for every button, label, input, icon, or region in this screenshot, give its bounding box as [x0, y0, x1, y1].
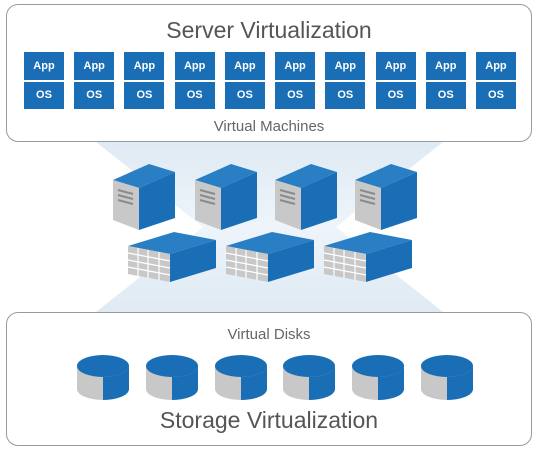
storage-virtualization-title: Storage Virtualization: [159, 407, 379, 433]
vm-app-label: App: [24, 52, 64, 82]
vm-app-label: App: [124, 52, 165, 82]
tower-server-icon: [113, 164, 175, 230]
vm-app-label: App: [174, 52, 215, 82]
vm-os-label: OS: [36, 89, 52, 102]
vm-app-label: App: [74, 52, 115, 82]
vm-os-label: OS: [136, 89, 153, 102]
storage-array-icon: [323, 232, 412, 282]
virtual-disk-icon: [77, 355, 129, 400]
vm-app-label: App: [475, 52, 516, 82]
virtual-disk-icon: [283, 355, 336, 400]
storage-array-icon: [127, 232, 216, 282]
tower-server-icon: [195, 164, 257, 230]
vm-os-label: OS: [437, 89, 454, 102]
storage-array-icon: [225, 232, 314, 282]
vm-os-label: OS: [488, 89, 504, 102]
vm-app-label: App: [375, 52, 416, 82]
virtual-machines-label: Virtual Machines: [213, 118, 325, 135]
virtual-disks-label: Virtual Disks: [227, 326, 311, 343]
vm-os-label: OS: [186, 89, 203, 102]
vm-os-label: OS: [287, 89, 304, 102]
vm-os-label: OS: [337, 89, 354, 102]
virtual-disk-icon: [145, 355, 198, 400]
vm-app-label: App: [275, 52, 316, 82]
vm-app-label: App: [425, 52, 466, 82]
vm-app-label: App: [224, 52, 265, 82]
vm-app-label: App: [325, 52, 366, 82]
vm-os-label: OS: [236, 89, 253, 102]
tower-server-icon: [275, 164, 337, 230]
virtual-disk-icon: [352, 355, 405, 400]
vm-os-label: OS: [387, 89, 404, 102]
virtual-disk-icon: [420, 355, 473, 400]
tower-server-icon: [355, 164, 417, 230]
virtual-disk-row: [75, 353, 475, 403]
server-virtualization-title: Server Virtualization: [166, 17, 372, 43]
vm-os-label: OS: [86, 89, 103, 102]
virtual-disk-icon: [214, 355, 267, 400]
connection-beam: [96, 142, 443, 312]
storage-virtualization-panel: Virtual Disks: [6, 312, 532, 446]
